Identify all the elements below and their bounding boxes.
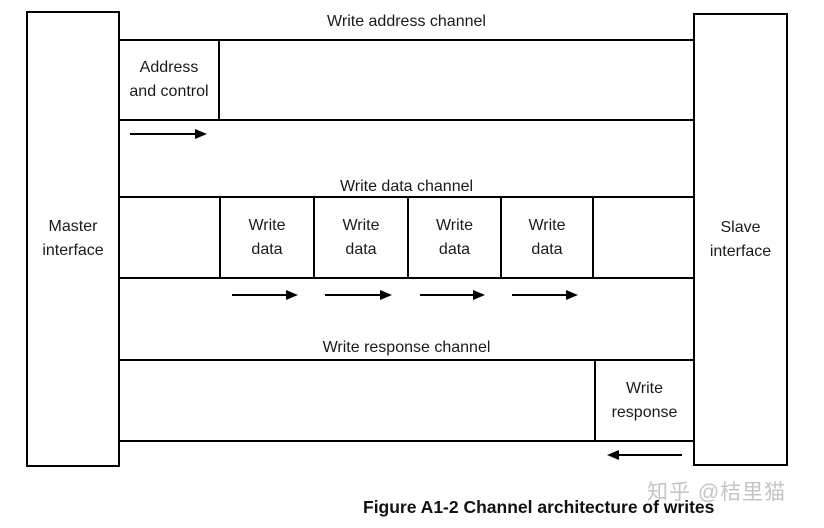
write-response-channel-label: Write response channel: [322, 339, 491, 356]
write-response-channel-band: Write response: [120, 359, 693, 442]
write-data-channel-label: Write data channel: [339, 178, 474, 195]
left-arrow-icon: [607, 450, 682, 460]
write-address-channel-label: Write address channel: [327, 13, 486, 30]
right-arrow-icon: [512, 290, 578, 300]
write-data-box-1: Write data: [219, 198, 313, 277]
write-response-box: Write response: [594, 361, 693, 440]
write-address-channel-band: Address and control: [120, 39, 693, 121]
figure-caption: Figure A1-2 Channel architecture of writ…: [363, 497, 715, 517]
write-data-box-2: Write data: [313, 198, 407, 277]
slave-interface-box: Slave interface: [693, 13, 788, 466]
right-arrow-icon: [420, 290, 485, 300]
write-data-box-3: Write data: [407, 198, 500, 277]
right-arrow-icon: [232, 290, 298, 300]
right-arrow-icon: [325, 290, 392, 300]
right-arrow-icon: [130, 129, 207, 139]
slave-interface-label: Slave interface: [709, 218, 772, 260]
master-interface-box: Master interface: [26, 11, 120, 467]
zhihu-watermark: 知乎 @桔里猫: [647, 481, 787, 504]
write-data-channel-band: Write data Write data Write data Write d…: [120, 196, 693, 279]
master-interface-label: Master interface: [42, 218, 104, 259]
write-data-box-4: Write data: [500, 198, 594, 277]
address-and-control-box: Address and control: [120, 41, 220, 119]
